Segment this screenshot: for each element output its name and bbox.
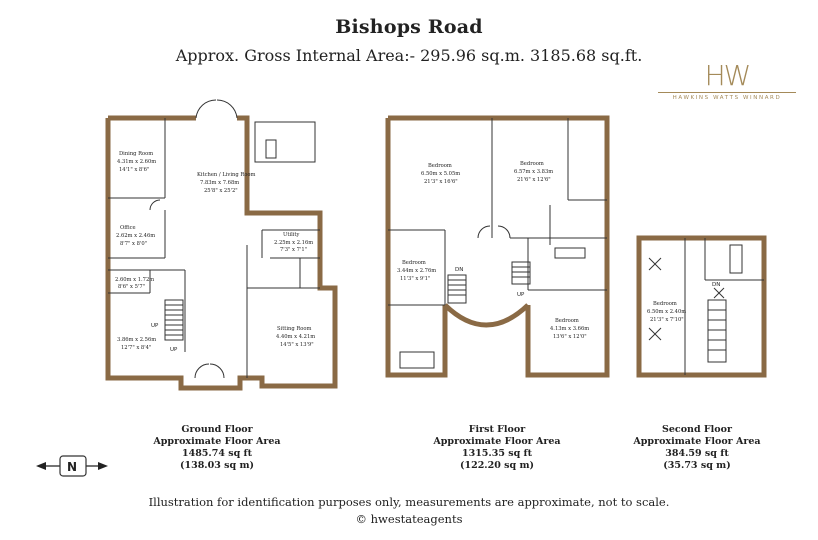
ground-floor-name: Ground Floor xyxy=(181,424,253,435)
gf-small-metric: 2.60m x 1.72m xyxy=(115,277,154,283)
first-floor-walls xyxy=(385,115,610,378)
sf-bath xyxy=(729,244,743,274)
first-floor-label: Approximate Floor Area xyxy=(433,436,561,447)
office-imperial: 8'7" x 8'0" xyxy=(120,241,147,247)
dining-metric: 4.31m x 2.60m xyxy=(117,159,156,165)
ff-bed2-name: Bedroom xyxy=(520,161,544,167)
first-stairs xyxy=(447,261,531,304)
hob xyxy=(265,139,277,159)
ground-stairs xyxy=(164,299,184,341)
ff-bed1-imperial: 21'3" x 16'6" xyxy=(424,179,458,185)
ff-bed3-imperial: 11'3" x 9'1" xyxy=(400,276,430,282)
ff-bed4-name: Bedroom xyxy=(555,318,579,324)
gross-area: Approx. Gross Internal Area:- 295.96 sq.… xyxy=(175,46,643,65)
office-name: Office xyxy=(120,225,136,231)
sitting-name: Sitting Room xyxy=(277,326,312,332)
ff-bed4-imperial: 13'6" x 12'0" xyxy=(553,334,587,340)
sf-dn-mark: DN xyxy=(712,282,720,288)
ff-bed4-metric: 4.13m x 3.66m xyxy=(550,326,589,332)
ff-bed1-metric: 6.50m x 5.05m xyxy=(421,171,460,177)
ff-bed2-imperial: 21'6" x 12'6" xyxy=(517,177,551,183)
ff-bed2-metric: 6.57m x 3.83m xyxy=(514,169,553,175)
first-floor-labels: Bedroom 6.50m x 5.05m 21'3" x 16'6" Bedr… xyxy=(397,161,589,340)
second-floor-walls xyxy=(636,235,767,378)
sf-bed-name: Bedroom xyxy=(653,301,677,307)
ff-dn-mark: DN xyxy=(455,267,463,273)
ff-bath xyxy=(399,351,435,369)
sitting-metric: 4.40m x 4.21m xyxy=(276,334,315,340)
kitchen-metric: 7.83m x 7.68m xyxy=(200,180,239,186)
ground-floor-caption: Ground Floor Approximate Floor Area 1485… xyxy=(142,424,292,472)
ff-bed1-name: Bedroom xyxy=(428,163,452,169)
second-floor-caption: Second Floor Approximate Floor Area 384.… xyxy=(622,424,772,472)
dining-imperial: 14'1" x 8'6" xyxy=(119,167,149,173)
interior-lines xyxy=(108,99,764,379)
sf-bed-imperial: 21'3" x 7'10" xyxy=(650,317,684,323)
disclaimer: Illustration for identification purposes… xyxy=(148,495,670,509)
gf-room-imperial: 12'7" x 8'4" xyxy=(121,345,151,351)
logo-text: HAWKINS WATTS WINNARD xyxy=(672,95,782,101)
walls xyxy=(105,115,767,391)
gf-up-mark-2: UP xyxy=(170,347,178,353)
second-floor-sqm: (35.73 sq m) xyxy=(663,460,731,471)
ground-floor-walls xyxy=(105,115,338,391)
kitchen-name: Kitchen / Living Room xyxy=(197,172,255,178)
sf-bed-metric: 6.50m x 2.40m xyxy=(647,309,686,315)
compass: N xyxy=(36,455,108,477)
gf-room-metric: 3.86m x 2.56m xyxy=(117,337,156,343)
gf-small-imperial: 8'6" x 5'7" xyxy=(118,284,145,290)
page-title: Bishops Road xyxy=(335,16,483,38)
copyright: © hwestateagents xyxy=(355,512,463,526)
second-stairs xyxy=(707,299,727,363)
ground-floor-sqft: 1485.74 sq ft xyxy=(181,448,253,459)
ground-floor-label: Approximate Floor Area xyxy=(153,436,281,447)
kitchen-imperial: 25'8" x 25'2" xyxy=(204,188,238,194)
office-metric: 2.62m x 2.46m xyxy=(116,233,155,239)
ff-vanity xyxy=(554,247,586,259)
ground-floor-labels: Dining Room 4.31m x 2.60m 14'1" x 8'6" K… xyxy=(115,151,315,353)
compass-box xyxy=(59,455,87,477)
sitting-imperial: 14'5" x 13'9" xyxy=(280,342,314,348)
first-floor-name: First Floor xyxy=(468,424,526,435)
second-floor-labels: Bedroom 6.50m x 2.40m 21'3" x 7'10" DN xyxy=(647,282,720,323)
ground-floor-sqm: (138.03 sq m) xyxy=(179,460,254,471)
agency-logo: HW HAWKINS WATTS WINNARD xyxy=(652,62,802,101)
utility-imperial: 7'3" x 7'1" xyxy=(280,247,307,253)
second-floor-label: Approximate Floor Area xyxy=(633,436,761,447)
utility-metric: 2.25m x 2.16m xyxy=(274,240,313,246)
logo-rule xyxy=(658,92,796,93)
first-floor-sqm: (122.20 sq m) xyxy=(459,460,534,471)
dining-name: Dining Room xyxy=(119,151,153,157)
gf-up-mark: UP xyxy=(151,323,159,329)
second-floor-sqft: 384.59 sq ft xyxy=(665,448,729,459)
first-floor-sqft: 1315.35 sq ft xyxy=(461,448,533,459)
ff-bed3-metric: 3.44m x 2.76m xyxy=(397,268,436,274)
utility-name: Utility xyxy=(283,232,300,238)
first-floor-caption: First Floor Approximate Floor Area 1315.… xyxy=(422,424,572,472)
ff-up-mark: UP xyxy=(517,292,525,298)
compass-n: N xyxy=(67,460,77,474)
logo-mark: HW xyxy=(704,59,752,92)
ff-bed3-name: Bedroom xyxy=(402,260,426,266)
kitchen-island xyxy=(254,121,316,163)
second-floor-name: Second Floor xyxy=(662,424,732,435)
